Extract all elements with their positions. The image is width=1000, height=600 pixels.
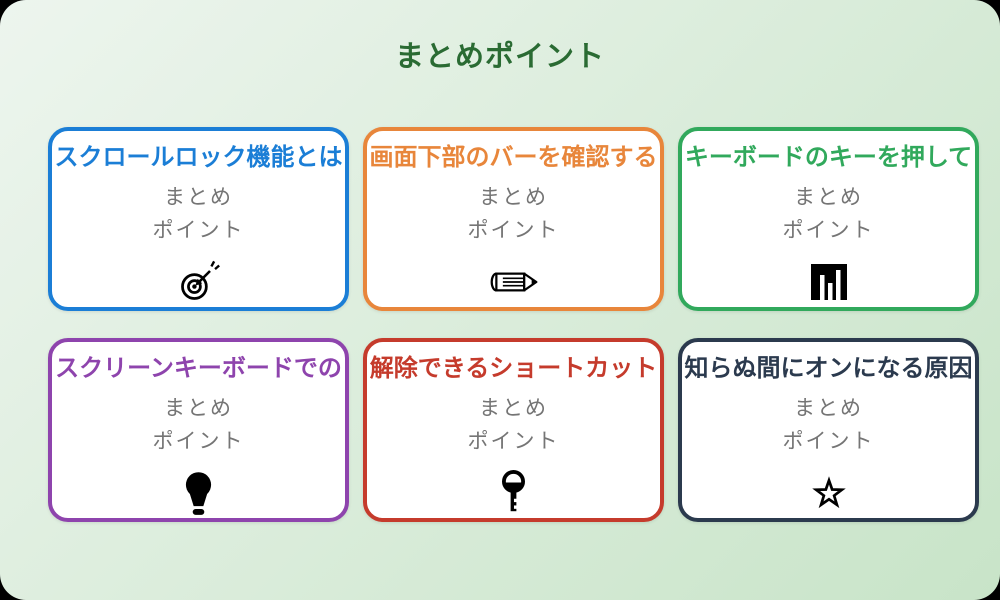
card-subtitle-line1: まとめ (164, 186, 233, 209)
card-title: 解除できるショートカット (369, 355, 658, 382)
card-subtitle: まとめ ポイント (468, 181, 560, 247)
summary-card: キーボードのキーを押して まとめ ポイント (678, 127, 979, 311)
summary-card: 画面下部のバーを確認する まとめ ポイント (363, 127, 664, 311)
card-subtitle-line2: ポイント (152, 430, 245, 453)
star-icon (811, 472, 847, 514)
summary-card: 解除できるショートカット まとめ ポイント (363, 338, 664, 522)
card-subtitle-line1: まとめ (164, 397, 233, 420)
card-title: 知らぬ間にオンになる原因 (684, 355, 973, 382)
card-title: キーボードのキーを押して (684, 144, 973, 171)
card-subtitle-line2: ポイント (782, 430, 875, 453)
card-title: スクロールロック機能とは (54, 144, 343, 171)
pencil-icon (488, 261, 540, 303)
bar-chart-icon (808, 261, 850, 303)
card-subtitle-line1: まとめ (794, 186, 863, 209)
page-title: まとめポイント (394, 41, 605, 73)
card-subtitle-line1: まとめ (479, 397, 548, 420)
summary-card: 知らぬ間にオンになる原因 まとめ ポイント (678, 338, 979, 522)
card-subtitle: まとめ ポイント (783, 181, 875, 247)
summary-card: スクリーンキーボードでの まとめ ポイント (48, 338, 349, 522)
key-icon (500, 470, 527, 514)
card-subtitle-line2: ポイント (152, 219, 245, 242)
card-subtitle: まとめ ポイント (153, 392, 245, 458)
target-icon (177, 260, 221, 303)
card-subtitle-line2: ポイント (782, 219, 875, 242)
card-subtitle: まとめ ポイント (153, 181, 245, 247)
card-title: スクリーンキーボードでの (55, 355, 342, 382)
card-subtitle-line2: ポイント (467, 430, 560, 453)
card-title: 画面下部のバーを確認する (369, 144, 658, 171)
summary-card: スクロールロック機能とは まとめ ポイント (48, 127, 349, 311)
card-subtitle: まとめ ポイント (468, 392, 560, 458)
card-subtitle-line2: ポイント (467, 219, 560, 242)
summary-card-grid: スクロールロック機能とは まとめ ポイント 画面下部のバーを確認する (48, 127, 979, 522)
card-subtitle: まとめ ポイント (783, 392, 875, 458)
card-subtitle-line1: まとめ (479, 186, 548, 209)
lightbulb-icon (183, 471, 214, 515)
card-subtitle-line1: まとめ (794, 397, 863, 420)
